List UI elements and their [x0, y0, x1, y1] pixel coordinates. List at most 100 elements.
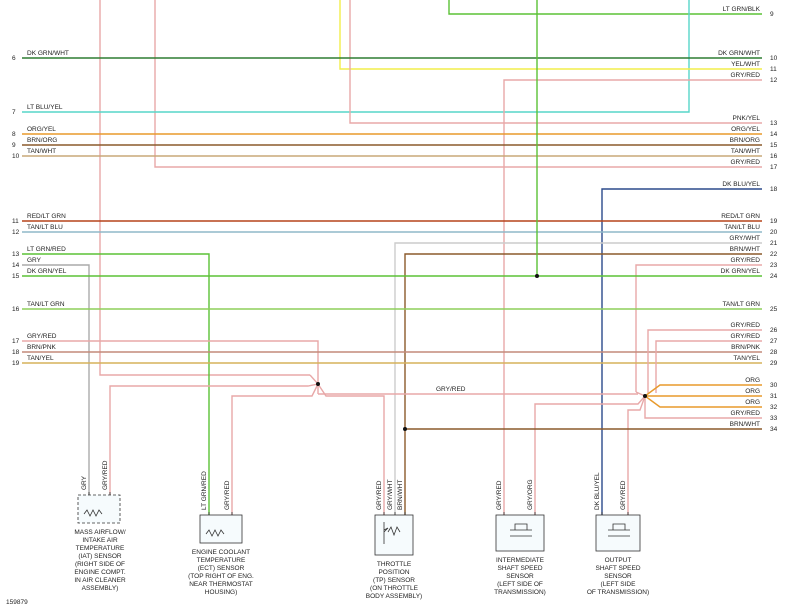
- left-terminal-number: 17: [12, 338, 20, 345]
- right-terminal-number: 23: [770, 262, 778, 269]
- wire-gry-14: [22, 264, 90, 495]
- right-terminal-number: 17: [770, 164, 778, 171]
- intermediate-shaft-sensor-body: [495, 514, 545, 552]
- sensor-caption-line: POSITION: [378, 569, 409, 576]
- wire-gry-red-27: [655, 340, 762, 393]
- sensor-caption-line: TEMPERATURE: [76, 545, 125, 552]
- sensor-caption-line: HOUSING): [205, 589, 238, 596]
- right-terminal-number: 25: [770, 306, 778, 313]
- left-terminal-label: RED/LT GRN: [27, 213, 66, 220]
- sensor-caption-line: (RIGHT SIDE OF: [75, 561, 125, 568]
- left-terminal-label: TAN/YEL: [27, 355, 54, 362]
- sensor-wire-label: GRY/RED: [620, 480, 627, 510]
- left-terminal-number: 19: [12, 360, 20, 367]
- ect-sensor-body: [199, 514, 243, 544]
- splices: [316, 274, 647, 431]
- sensor-wire-label: GRY/WHT: [387, 479, 394, 510]
- right-terminal-number: 29: [770, 360, 778, 367]
- sensor-caption-line: IN AIR CLEANER: [74, 577, 126, 584]
- right-terminal-number: 27: [770, 338, 778, 345]
- center-wire-label: GRY/RED: [436, 386, 466, 393]
- sensor-wire-label: LT GRN/RED: [201, 471, 208, 510]
- left-terminal-number: 9: [12, 142, 16, 149]
- sensor-caption-line: BODY ASSEMBLY): [366, 593, 422, 600]
- right-terminal-label: DK GRN/YEL: [721, 268, 761, 275]
- right-terminal-label: ORG/YEL: [731, 126, 760, 133]
- right-terminal-number: 31: [770, 393, 778, 400]
- splice-dot: [643, 394, 647, 398]
- left-terminal-number: 18: [12, 349, 20, 356]
- wires: [22, 0, 762, 515]
- wire-org-32: [644, 395, 762, 408]
- left-terminal-number: 14: [12, 262, 20, 269]
- right-terminal-number: 18: [770, 186, 778, 193]
- right-terminal-label: GRY/RED: [731, 410, 761, 417]
- left-terminal-label: BRN/ORG: [27, 137, 57, 144]
- output-shaft-sensor-body: [595, 514, 641, 552]
- wire-splice-left-b: [109, 383, 319, 495]
- wire-gry-red-23: [635, 264, 762, 392]
- right-terminal-label: GRY/RED: [731, 322, 761, 329]
- wire-lt-grn-blk: [448, 0, 762, 15]
- right-terminal-number: 11: [770, 66, 777, 73]
- right-terminal-number: 15: [770, 142, 778, 149]
- wire-gry-wht: [394, 242, 762, 515]
- left-terminal-label: TAN/LT GRN: [27, 301, 65, 308]
- right-terminal-label: TAN/WHT: [731, 148, 760, 155]
- right-terminal-number: 12: [770, 77, 778, 84]
- right-terminal-label: ORG: [745, 377, 760, 384]
- right-terminal-number: 20: [770, 229, 778, 236]
- sensor-wire-label: GRY/RED: [376, 480, 383, 510]
- sensor-caption-line: (LEFT SIDE: [601, 581, 637, 588]
- wire-splice-right-b: [534, 395, 646, 515]
- sensor-caption-line: OF TRANSMISSION): [587, 589, 649, 596]
- sensor-wire-label: GRY: [81, 475, 88, 490]
- right-terminal-label: YEL/WHT: [731, 61, 760, 68]
- left-terminal-number: 12: [12, 229, 20, 236]
- sensor-caption-line: (TP) SENSOR: [373, 577, 415, 584]
- right-terminal-label: BRN/PNK: [731, 344, 761, 351]
- right-terminal-label: GRY/RED: [731, 333, 761, 340]
- sensor-caption-line: SHAFT SPEED: [497, 565, 542, 572]
- wire-gry-red-33: [644, 396, 762, 419]
- right-terminal-label: BRN/ORG: [730, 137, 760, 144]
- sensor-caption-line: SHAFT SPEED: [595, 565, 640, 572]
- left-terminal-label: BRN/PNK: [27, 344, 57, 351]
- right-terminal-label: ORG: [745, 399, 760, 406]
- right-terminal-label: TAN/LT BLU: [724, 224, 760, 231]
- left-terminal-label: GRY/RED: [27, 333, 57, 340]
- right-terminal-label: BRN/WHT: [730, 421, 760, 428]
- maf-iat-sensor: [77, 492, 121, 524]
- sensor-caption-line: OUTPUT: [605, 557, 632, 564]
- wire-yel-wht: [339, 0, 762, 70]
- right-terminal-label: GRY/RED: [731, 159, 761, 166]
- sensor-caption-line: TRANSMISSION): [494, 589, 546, 596]
- left-terminal-number: 16: [12, 306, 20, 313]
- tp-sensor: [374, 512, 414, 556]
- right-terminal-number: 22: [770, 251, 778, 258]
- splice-dot: [316, 382, 320, 386]
- left-terminal-number: 7: [12, 109, 16, 116]
- right-terminal-number: 10: [770, 55, 778, 62]
- right-terminal-label: LT GRN/BLK: [723, 6, 761, 13]
- intermediate-shaft-sensor: [495, 512, 545, 552]
- right-terminal-number: 14: [770, 131, 778, 138]
- sensor-caption-line: ASSEMBLY): [82, 585, 119, 592]
- sensor-caption-line: TEMPERATURE: [197, 557, 246, 564]
- sensor-caption-line: ENGINE COOLANT: [192, 549, 250, 556]
- left-terminal-label: TAN/LT BLU: [27, 224, 63, 231]
- left-terminal-label: DK GRN/YEL: [27, 268, 67, 275]
- wire-splice-left-d: [317, 383, 385, 515]
- left-terminal-number: 6: [12, 55, 16, 62]
- right-terminal-label: TAN/YEL: [733, 355, 760, 362]
- wire-gry-red-26: [647, 329, 762, 393]
- left-terminal-number: 11: [12, 218, 19, 225]
- wire-lt-grn-red: [22, 253, 210, 515]
- right-terminal-label: RED/LT GRN: [721, 213, 760, 220]
- right-terminal-label: GRY/WHT: [729, 235, 760, 242]
- sensor-caption-line: INTAKE AIR: [82, 537, 118, 544]
- right-terminal-label: GRY/RED: [731, 72, 761, 79]
